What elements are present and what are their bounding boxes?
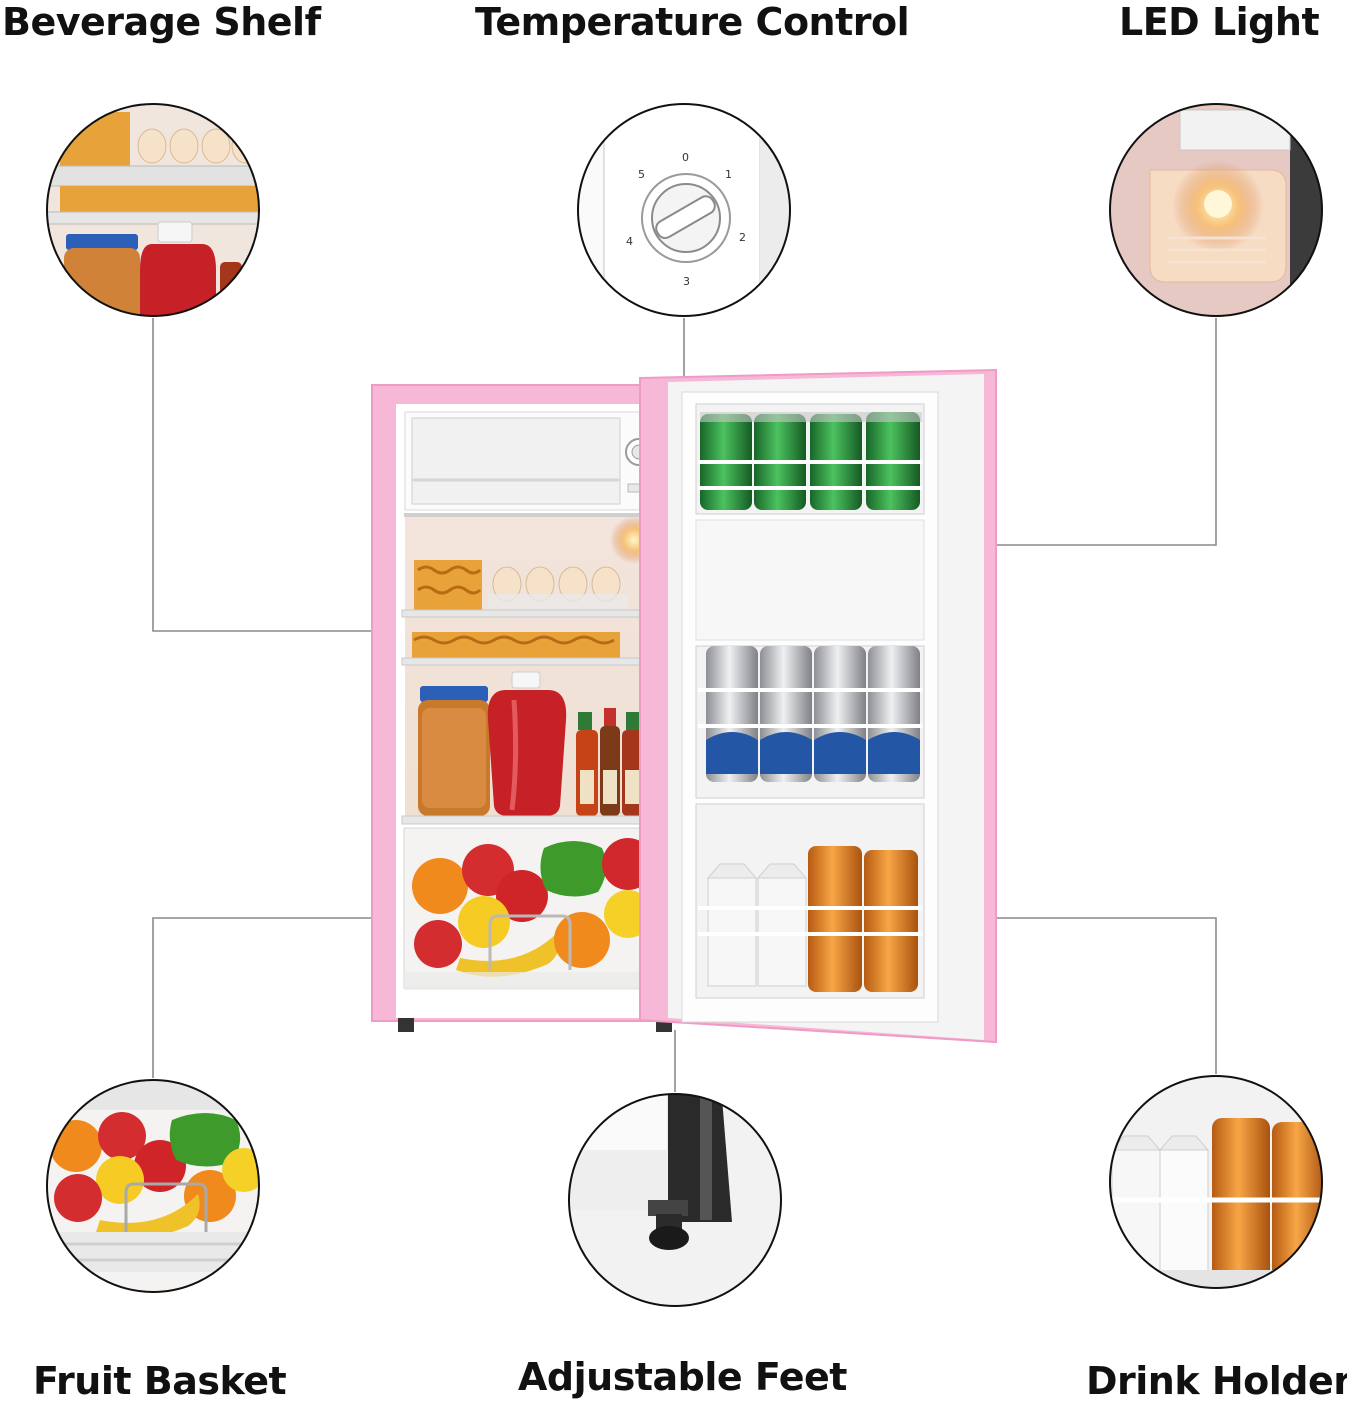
- detail-circle-drink-holder: [1109, 1075, 1323, 1289]
- dial-mark-0: 0: [682, 151, 689, 164]
- detail-circle-led-light: [1109, 103, 1323, 317]
- detail-circle-adjustable-feet: [568, 1093, 782, 1307]
- detail-circle-temperature-control: 0 1 2 3 4 5: [577, 103, 791, 317]
- detail-circle-beverage-shelf: [46, 103, 260, 317]
- dial-marks: 0 1 2 3 4 5: [626, 151, 746, 288]
- label-adjustable-feet: Adjustable Feet: [518, 1355, 847, 1399]
- dial-mark-5: 5: [638, 168, 645, 181]
- label-beverage-shelf: Beverage Shelf: [2, 0, 321, 44]
- detail-circle-fruit-basket: [46, 1079, 260, 1293]
- label-led-light: LED Light: [1119, 0, 1320, 44]
- fridge: [371, 368, 997, 1044]
- leader-lines: [152, 318, 1217, 1092]
- label-drink-holder: Drink Holder: [1086, 1359, 1347, 1403]
- label-fruit-basket: Fruit Basket: [33, 1359, 287, 1403]
- dial-mark-3: 3: [683, 275, 690, 288]
- dial-mark-4: 4: [626, 235, 633, 248]
- dial-mark-2: 2: [739, 231, 746, 244]
- dial-mark-1: 1: [725, 168, 732, 181]
- label-temperature-control: Temperature Control: [475, 0, 910, 44]
